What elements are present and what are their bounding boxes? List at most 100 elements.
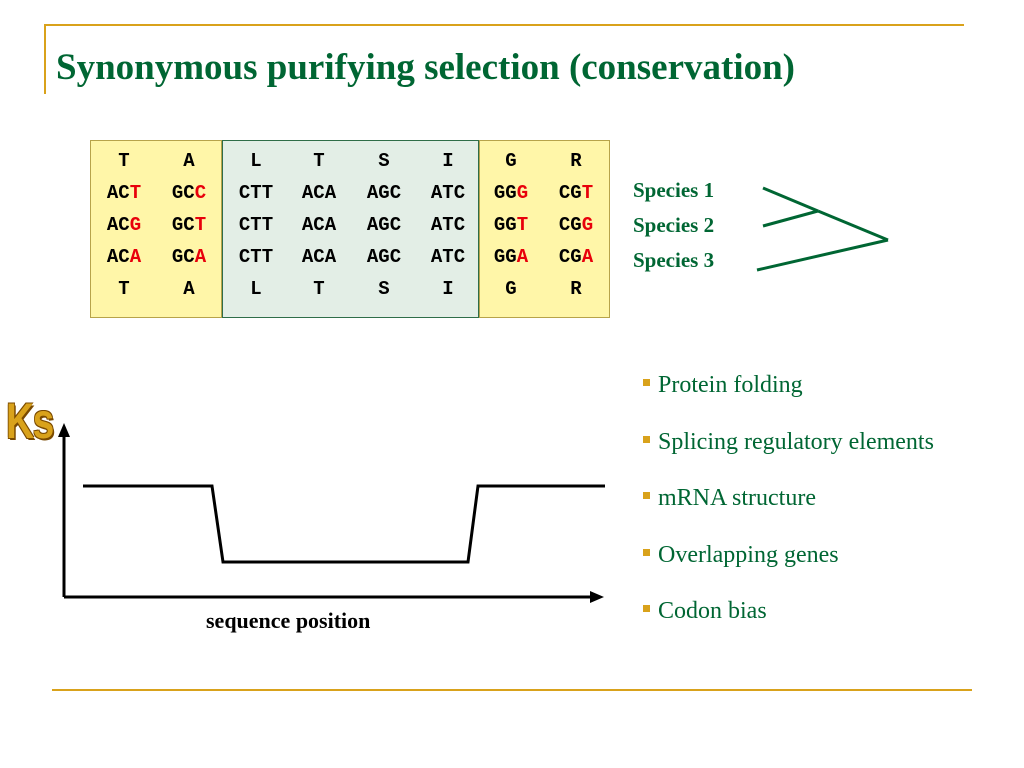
codon-text: R (570, 150, 582, 172)
ks-axis-label: Ks (6, 393, 54, 449)
variable-nucleotide: A (129, 246, 142, 268)
codon-text: ATC (430, 246, 466, 268)
codon-text: ACA (301, 246, 337, 268)
codon-cell: R (551, 145, 601, 177)
codon-text: L (250, 150, 262, 172)
codon-text: GC (171, 214, 195, 236)
slide-title: Synonymous purifying selection (conserva… (56, 47, 796, 88)
codon-cell: GCA (164, 241, 214, 273)
tree-branch-internal (817, 209, 889, 242)
alignment-row: CTT ACA AGC ATC (223, 177, 478, 209)
variable-nucleotide: G (581, 214, 594, 236)
codon-text: CTT (238, 214, 274, 236)
codon-text: L (250, 278, 262, 300)
species-label-3: Species 3 (633, 248, 715, 272)
frame-bottom-rule (52, 689, 972, 691)
codon-text: CTT (238, 246, 274, 268)
codon-cell: ACA (294, 241, 344, 273)
y-axis-arrowhead (58, 423, 70, 437)
codon-cell: CTT (231, 209, 281, 241)
variable-nucleotide: T (194, 214, 207, 236)
sequence-position-axis-label: sequence position (206, 608, 371, 633)
list-item: mRNA structure (643, 485, 816, 512)
variable-nucleotide: A (194, 246, 207, 268)
codon-cell: ACG (99, 209, 149, 241)
codon-cell: L (231, 145, 281, 177)
codon-text: ACA (301, 214, 337, 236)
codon-text: ACA (301, 182, 337, 204)
codon-text: S (378, 278, 390, 300)
codon-text: A (183, 150, 195, 172)
variable-nucleotide: T (129, 182, 142, 204)
codon-cell: CGG (551, 209, 601, 241)
codon-cell: T (99, 273, 149, 305)
codon-cell: ACA (99, 241, 149, 273)
variable-nucleotide: G (516, 182, 529, 204)
bullet-square-icon (643, 435, 650, 443)
frame-left-rule (44, 24, 46, 94)
variable-nucleotide: A (516, 246, 529, 268)
list-item-label: mRNA structure (658, 485, 816, 511)
codon-cell: A (164, 273, 214, 305)
bullet-square-icon (643, 491, 650, 499)
species-label-1: Species 1 (633, 178, 715, 202)
codon-text: T (118, 278, 130, 300)
tree-branch-species-1 (762, 186, 819, 213)
variable-nucleotide: G (129, 214, 142, 236)
codon-cell: CTT (231, 177, 281, 209)
codon-cell: S (359, 145, 409, 177)
codon-cell: ATC (423, 209, 473, 241)
codon-text: T (313, 278, 325, 300)
codon-cell: ATC (423, 177, 473, 209)
codon-cell: AGC (359, 177, 409, 209)
bullet-square-icon (643, 604, 650, 612)
codon-cell: S (359, 273, 409, 305)
list-item: Splicing regulatory elements (643, 429, 934, 456)
variable-nucleotide: C (194, 182, 207, 204)
phylogeny-tree (756, 186, 889, 272)
list-item: Overlapping genes (643, 542, 839, 569)
codon-text: GG (493, 214, 517, 236)
codon-text: AGC (366, 214, 402, 236)
codon-cell: G (486, 273, 536, 305)
alignment-row: ACG GCT (91, 209, 221, 241)
codon-text: T (313, 150, 325, 172)
codon-cell: I (423, 145, 473, 177)
codon-text: GG (493, 246, 517, 268)
codon-cell: L (231, 273, 281, 305)
codon-text: AC (106, 214, 130, 236)
tree-branch-species-2 (762, 209, 819, 228)
codon-text: CTT (238, 182, 274, 204)
codon-cell: A (164, 145, 214, 177)
codon-text: I (442, 278, 454, 300)
codon-text: GG (493, 182, 517, 204)
variable-nucleotide: A (581, 246, 594, 268)
variable-nucleotide: T (581, 182, 594, 204)
bullet-square-icon (643, 378, 650, 386)
codon-cell: T (99, 145, 149, 177)
list-item-label: Codon bias (658, 598, 767, 624)
variable-nucleotide: T (516, 214, 529, 236)
codon-text: ATC (430, 182, 466, 204)
list-item-label: Overlapping genes (658, 542, 839, 568)
codon-text: GC (171, 182, 195, 204)
codon-text: AC (106, 246, 130, 268)
codon-cell: AGC (359, 209, 409, 241)
codon-text: CG (558, 182, 582, 204)
codon-text: A (183, 278, 195, 300)
codon-text: R (570, 278, 582, 300)
list-item-label: Protein folding (658, 372, 803, 398)
ks-plot-axes (58, 423, 604, 603)
codon-text: AC (106, 182, 130, 204)
codon-cell: GGA (486, 241, 536, 273)
ks-profile-line (83, 484, 605, 564)
codon-cell: ATC (423, 241, 473, 273)
